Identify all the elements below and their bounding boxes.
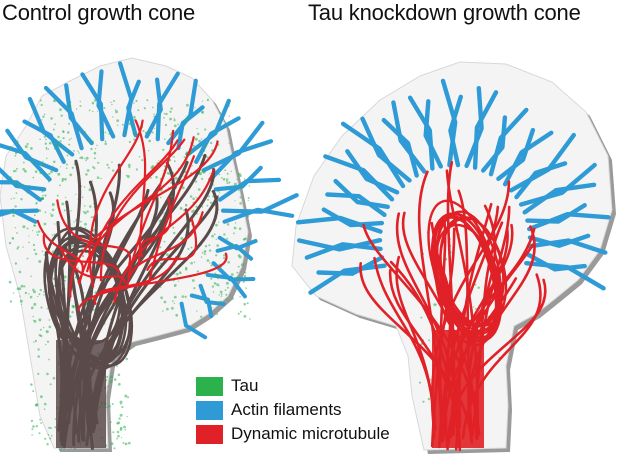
axon-shaft: [432, 330, 484, 448]
actin-filament: [64, 83, 94, 146]
dynamic-microtubule: [127, 129, 175, 279]
actin-legend-label: Actin filaments: [231, 400, 342, 419]
actin-filament: [321, 207, 385, 228]
actin-filament: [345, 149, 400, 195]
actin-filament: [194, 116, 241, 164]
control-panel-title: Control growth cone: [2, 0, 196, 25]
legend-item-tau: Tau: [196, 374, 390, 398]
actin-filament: [472, 90, 499, 170]
control-growth-cone-panel: [0, 57, 299, 452]
actin-filament: [323, 154, 395, 202]
actin-filament: [391, 100, 427, 174]
left-actin-filaments: [0, 61, 299, 340]
actin-filament: [381, 117, 419, 178]
dynamic-microtubule-legend-label: Dynamic microtubule: [231, 424, 390, 443]
actin-filament: [448, 94, 463, 168]
actin-filament: [423, 99, 443, 169]
actin-filament: [126, 79, 141, 138]
actin-filament: [5, 128, 59, 173]
actin-filament: [518, 162, 597, 207]
dynamic-microtubule: [77, 252, 228, 311]
tau-legend-label: Tau: [231, 376, 259, 395]
actin-filament: [316, 255, 385, 276]
actin-filament: [502, 130, 554, 187]
actin-filament: [527, 212, 611, 232]
tau-swatch: [196, 376, 223, 396]
dynamic-microtubule: [99, 138, 186, 282]
actin-filament: [488, 107, 529, 177]
actin-filament: [96, 69, 116, 139]
actin-filament: [208, 139, 274, 182]
dynamic-microtubule: [78, 136, 195, 285]
actin-filament: [0, 166, 47, 192]
actin-filament: [514, 161, 568, 200]
dynamic-microtubule: [148, 155, 195, 281]
actin-filament: [325, 192, 387, 217]
actin-filament: [215, 244, 254, 261]
actin-filament: [340, 121, 406, 189]
actin-filament: [217, 177, 282, 202]
actin-filament: [0, 208, 40, 214]
actin-filament: [176, 105, 205, 151]
dynamic-microtubule-loop: [431, 214, 500, 339]
actin-filament: [527, 233, 591, 248]
right-dynamic-microtubules: [359, 161, 547, 452]
axon-shaft: [56, 340, 106, 448]
actin-filament: [297, 238, 383, 252]
legend: Tau Actin filaments Dynamic microtubule: [196, 374, 390, 446]
actin-filament: [333, 178, 390, 209]
legend-item-actin: Actin filaments: [196, 398, 390, 422]
actin-filament: [0, 180, 43, 202]
knockdown-panel-title: Tau knockdown growth cone: [308, 0, 581, 25]
dynamic-microtubule: [126, 211, 204, 290]
tau-knockdown-growth-cone-panel: [291, 61, 616, 454]
actin-filament: [464, 86, 484, 169]
actin-filament: [481, 115, 508, 173]
dynamic-microtubule: [56, 199, 132, 266]
dynamic-microtubule-swatch: [196, 424, 223, 444]
actin-filament: [407, 95, 435, 171]
legend-item-dynamic-microtubule: Dynamic microtubule: [196, 422, 390, 446]
actin-filament: [308, 263, 387, 295]
dynamic-microtubule: [113, 168, 215, 304]
actin-filament: [304, 242, 383, 260]
actin-filament: [526, 252, 587, 272]
actin-filament: [80, 72, 105, 142]
actin-filament: [360, 116, 412, 183]
actin-filament: [27, 96, 75, 157]
right-actin-filaments: [295, 78, 611, 295]
actin-filament: [179, 301, 208, 340]
actin-filament: [496, 127, 536, 181]
stable-microtubule-loop: [57, 244, 132, 361]
actin-swatch: [196, 400, 223, 420]
actin-filament: [527, 238, 608, 255]
left-dynamic-microtubules: [36, 119, 228, 311]
actin-filament: [525, 203, 587, 224]
actin-filament: [155, 71, 180, 142]
actin-filament: [222, 207, 295, 224]
actin-filament: [205, 273, 247, 299]
actin-filament: [524, 261, 606, 291]
dynamic-microtubule: [93, 256, 178, 305]
actin-filament: [522, 182, 597, 215]
